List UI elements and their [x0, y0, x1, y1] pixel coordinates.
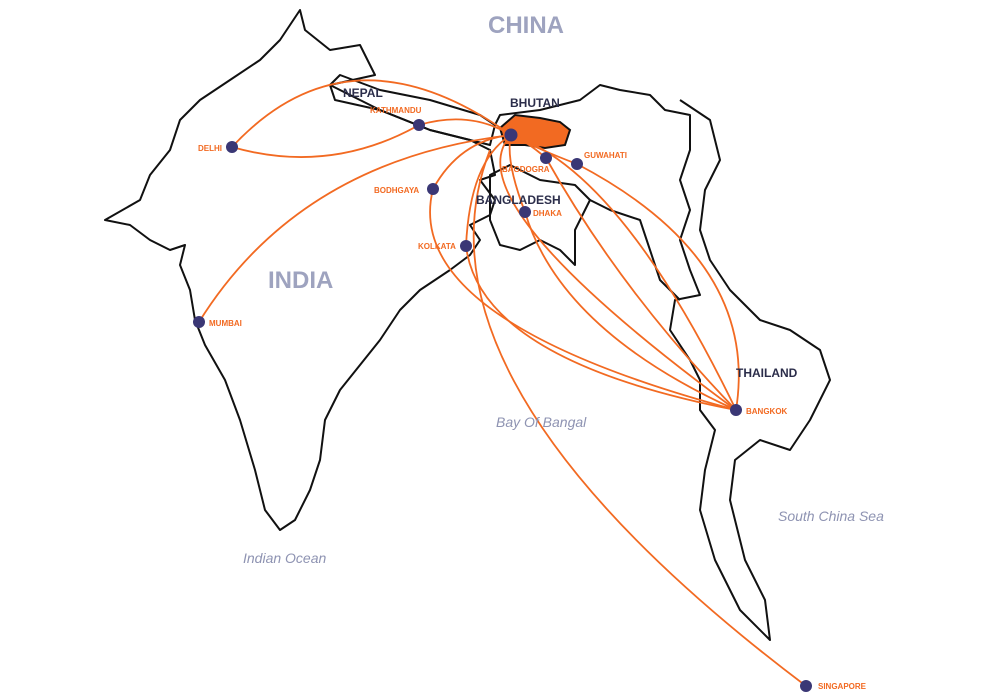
bangladesh-border	[489, 164, 591, 266]
label-nepal: NEPAL	[343, 86, 383, 100]
city-label-bangkok: BANGKOK	[746, 407, 788, 416]
city-marker-dhaka	[519, 206, 531, 218]
city-marker-mumbai	[193, 316, 205, 328]
route-line	[429, 188, 737, 411]
city-marker-kathmandu	[413, 119, 425, 131]
city-label-kolkata: KOLKATA	[418, 242, 456, 251]
city-markers	[193, 119, 812, 692]
label-south-china-sea: South China Sea	[778, 508, 884, 524]
route-line	[465, 134, 512, 247]
city-marker-guwahati	[571, 158, 583, 170]
label-bhutan: BHUTAN	[510, 96, 560, 110]
city-label-delhi: DELHI	[198, 144, 222, 153]
route-line	[510, 134, 737, 411]
route-line	[418, 118, 512, 136]
bhutan-shape	[498, 113, 572, 150]
route-line	[231, 79, 512, 148]
city-marker-kolkata	[460, 240, 472, 252]
label-thailand: THAILAND	[736, 366, 798, 380]
label-indian-ocean: Indian Ocean	[243, 550, 326, 566]
northeast-border	[494, 84, 831, 641]
route-line	[545, 157, 737, 411]
route-line	[472, 149, 807, 687]
city-marker-paro	[504, 128, 518, 142]
coastlines	[104, 9, 831, 641]
city-marker-delhi	[226, 141, 238, 153]
city-label-bodhgaya: BODHGAYA	[374, 186, 419, 195]
city-label-dhaka: DHAKA	[533, 209, 562, 218]
city-label-bagdogra: BAGDOGRA	[502, 165, 550, 174]
city-marker-bangkok	[730, 404, 742, 416]
myanmar-thailand-inner	[589, 199, 681, 301]
city-label-mumbai: MUMBAI	[209, 319, 242, 328]
route-line	[576, 163, 740, 411]
city-label-guwahati: GUWAHATI	[584, 151, 627, 160]
route-line	[198, 134, 512, 323]
label-bay-of-bengal: Bay Of Bangal	[496, 414, 587, 430]
flight-routes	[198, 79, 807, 687]
city-marker-bagdogra	[540, 152, 552, 164]
city-marker-bodhgaya	[427, 183, 439, 195]
city-labels: DELHI KATHMANDU MUMBAI BODHGAYA KOLKATA DHAKA…	[198, 106, 867, 691]
city-marker-singapore	[800, 680, 812, 692]
city-label-singapore: SINGAPORE	[818, 682, 867, 691]
label-india: INDIA	[268, 267, 333, 294]
route-line	[524, 211, 737, 411]
route-line	[465, 245, 737, 411]
label-bangladesh: BANGLADESH	[476, 193, 561, 207]
label-china: CHINA	[488, 12, 564, 39]
route-line	[432, 134, 512, 190]
city-label-kathmandu: KATHMANDU	[370, 106, 422, 115]
route-line	[499, 134, 737, 411]
route-line	[231, 124, 420, 158]
